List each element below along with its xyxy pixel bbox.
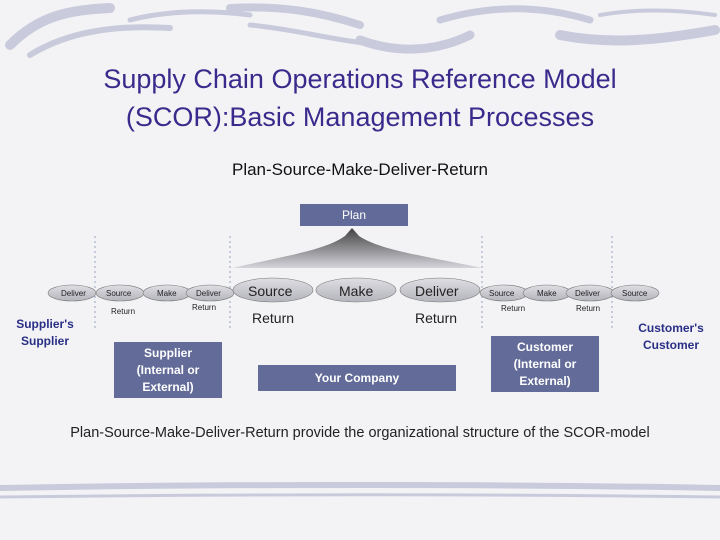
plan-box: Plan: [300, 204, 408, 226]
slide-title: Supply Chain Operations Reference Model …: [0, 60, 720, 136]
process-label: Source: [489, 289, 515, 298]
process-label: Source: [106, 289, 132, 298]
return-label: Return: [501, 304, 526, 313]
make-ellipse-company: [315, 277, 397, 303]
process-label: Make: [537, 289, 557, 298]
process-label: Source: [248, 283, 293, 299]
return-label: Return: [252, 310, 295, 326]
return-label: Return: [576, 304, 601, 313]
process-label: Deliver: [61, 289, 86, 298]
process-label: Deliver: [415, 283, 459, 299]
customers-customer-label: Customer's Customer: [638, 321, 704, 352]
process-label: Deliver: [575, 289, 600, 298]
return-label: Return: [111, 307, 136, 316]
return-label: Return: [415, 310, 458, 326]
process-label: Make: [339, 283, 374, 299]
your-company-box: Your Company: [258, 365, 456, 391]
title-line-1: Supply Chain Operations Reference Model: [103, 64, 617, 94]
process-label: Make: [157, 289, 177, 298]
customer-box: Customer (Internal or External): [491, 336, 599, 392]
process-label: Source: [622, 289, 648, 298]
process-label: Deliver: [196, 289, 221, 298]
source-ellipse-cust-cust: [610, 284, 660, 302]
slide-caption: Plan-Source-Make-Deliver-Return provide …: [70, 425, 650, 441]
plan-arch: [232, 228, 482, 268]
slide-subtitle: Plan-Source-Make-Deliver-Return: [231, 160, 489, 179]
title-line-2: (SCOR):Basic Management Processes: [125, 102, 595, 132]
deliver-ellipse-company: [399, 277, 481, 303]
supplier-box: Supplier (Internal or External): [114, 342, 222, 398]
suppliers-supplier-label: Supplier's Supplier: [16, 317, 74, 348]
source-ellipse-company: [232, 277, 314, 303]
return-label: Return: [192, 303, 217, 312]
